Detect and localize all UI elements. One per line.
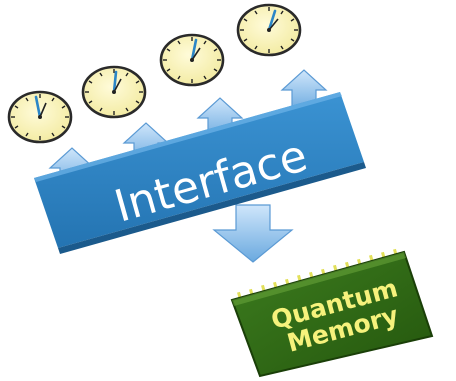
quantum-memory-chip: Quantum Memory: [230, 248, 434, 378]
clocks: [7, 3, 302, 144]
clock-icon: [236, 3, 302, 57]
down-arrow: [212, 204, 294, 263]
clock-icon: [81, 65, 147, 119]
clock-icon: [7, 90, 73, 144]
clock-icon: [159, 33, 225, 87]
